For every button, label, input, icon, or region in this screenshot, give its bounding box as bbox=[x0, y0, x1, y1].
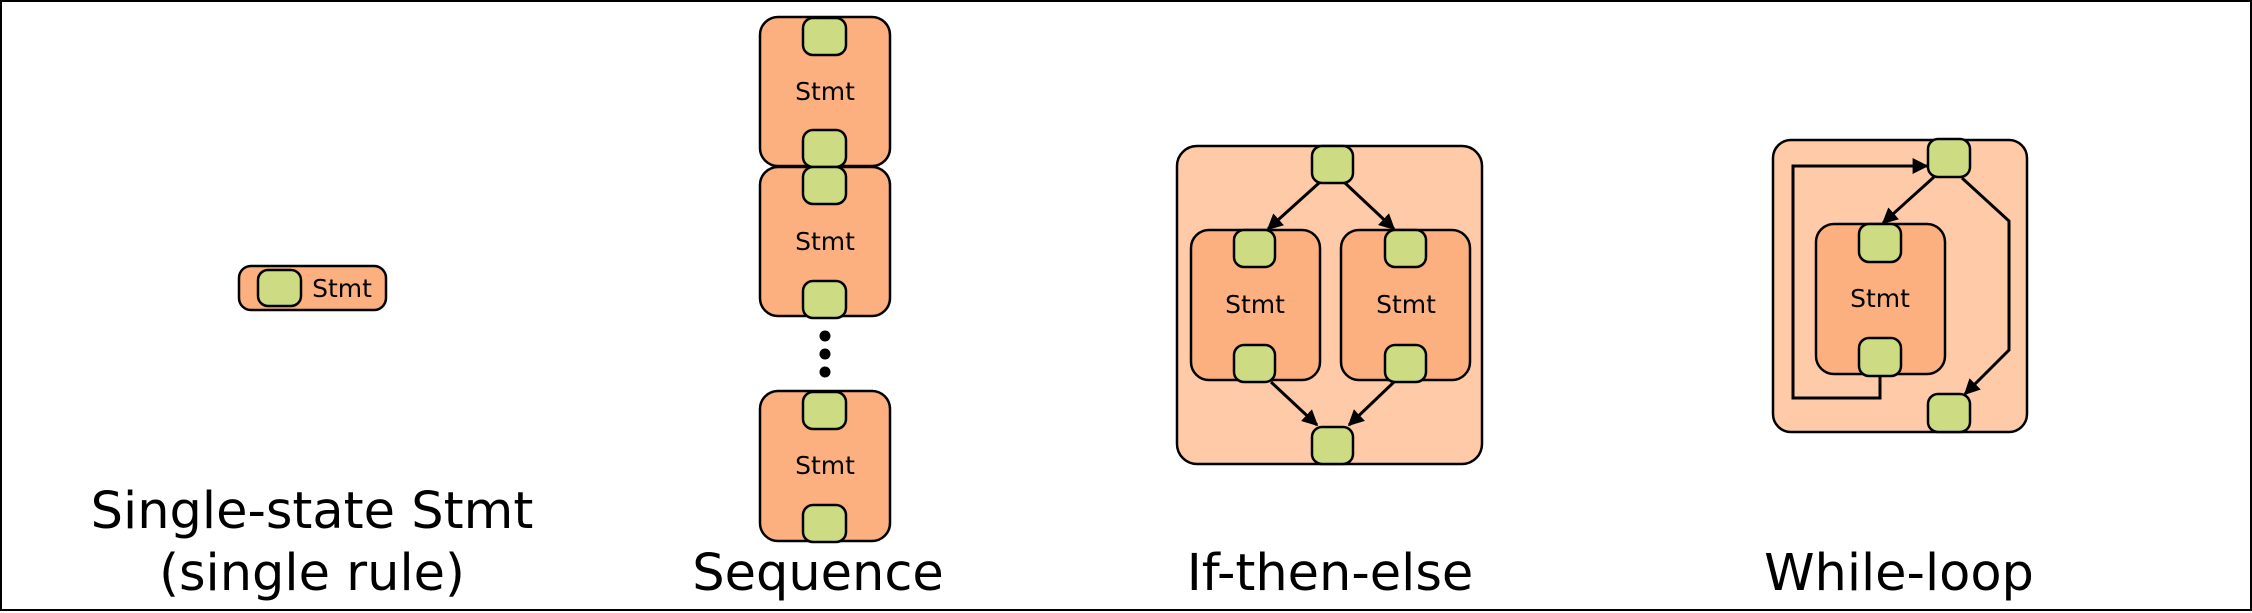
ellipsis-dot-1 bbox=[819, 330, 831, 342]
while-body-label: Stmt bbox=[1850, 284, 1910, 313]
caption-if-then-else: If-then-else bbox=[1187, 544, 1474, 603]
ite-exit-state bbox=[1310, 425, 1355, 466]
while-body-entry-state bbox=[1857, 222, 1903, 264]
sequence-stmt-2-label: Stmt bbox=[795, 227, 855, 256]
while-loop-group: Stmt While-loop bbox=[1764, 137, 2034, 603]
if-then-else-group: Stmt Stmt If-then-else bbox=[1175, 144, 1484, 603]
sequence-stmt-3-label: Stmt bbox=[795, 451, 855, 480]
while-arrow-to-body bbox=[1881, 175, 1936, 225]
single-stmt-label: Stmt bbox=[312, 274, 372, 303]
sequence-state-2 bbox=[801, 128, 848, 169]
while-back-edge bbox=[1791, 158, 1929, 400]
while-exit-state bbox=[1926, 392, 1972, 434]
while-exit-edge bbox=[1960, 176, 2011, 396]
sequence-state-1 bbox=[801, 16, 848, 57]
ite-arrow-from-else bbox=[1347, 380, 1396, 427]
ite-then-exit-state bbox=[1232, 343, 1277, 384]
caption-while-loop: While-loop bbox=[1764, 544, 2034, 603]
sequence-stmt-1-label: Stmt bbox=[795, 77, 855, 106]
ite-then-entry-state bbox=[1232, 228, 1277, 269]
sequence-group: Stmt Stmt Stmt Sequence bbox=[692, 15, 944, 603]
caption-single-line1: Single-state Stmt bbox=[91, 482, 534, 541]
caption-single-line2: (single rule) bbox=[159, 544, 465, 603]
sequence-state-4 bbox=[801, 279, 848, 320]
single-state-group: Stmt Single-state Stmt (single rule) bbox=[91, 264, 534, 603]
ellipsis-dot-3 bbox=[819, 366, 831, 378]
ite-arrow-to-then bbox=[1266, 181, 1321, 231]
sequence-state-3 bbox=[801, 165, 848, 206]
ite-else-label: Stmt bbox=[1376, 290, 1436, 319]
ite-else-exit-state bbox=[1383, 343, 1428, 384]
ite-arrow-from-then bbox=[1269, 380, 1319, 427]
ite-then-label: Stmt bbox=[1225, 290, 1285, 319]
caption-sequence: Sequence bbox=[692, 544, 944, 603]
sequence-state-6 bbox=[801, 503, 848, 544]
ellipsis-dot-2 bbox=[819, 348, 831, 360]
sequence-state-5 bbox=[801, 390, 848, 431]
ite-arrow-to-else bbox=[1343, 181, 1396, 231]
single-state bbox=[256, 268, 303, 308]
while-body-exit-state bbox=[1857, 336, 1903, 378]
ite-else-entry-state bbox=[1383, 228, 1428, 269]
ite-entry-state bbox=[1310, 144, 1355, 185]
while-entry-state bbox=[1926, 137, 1972, 179]
